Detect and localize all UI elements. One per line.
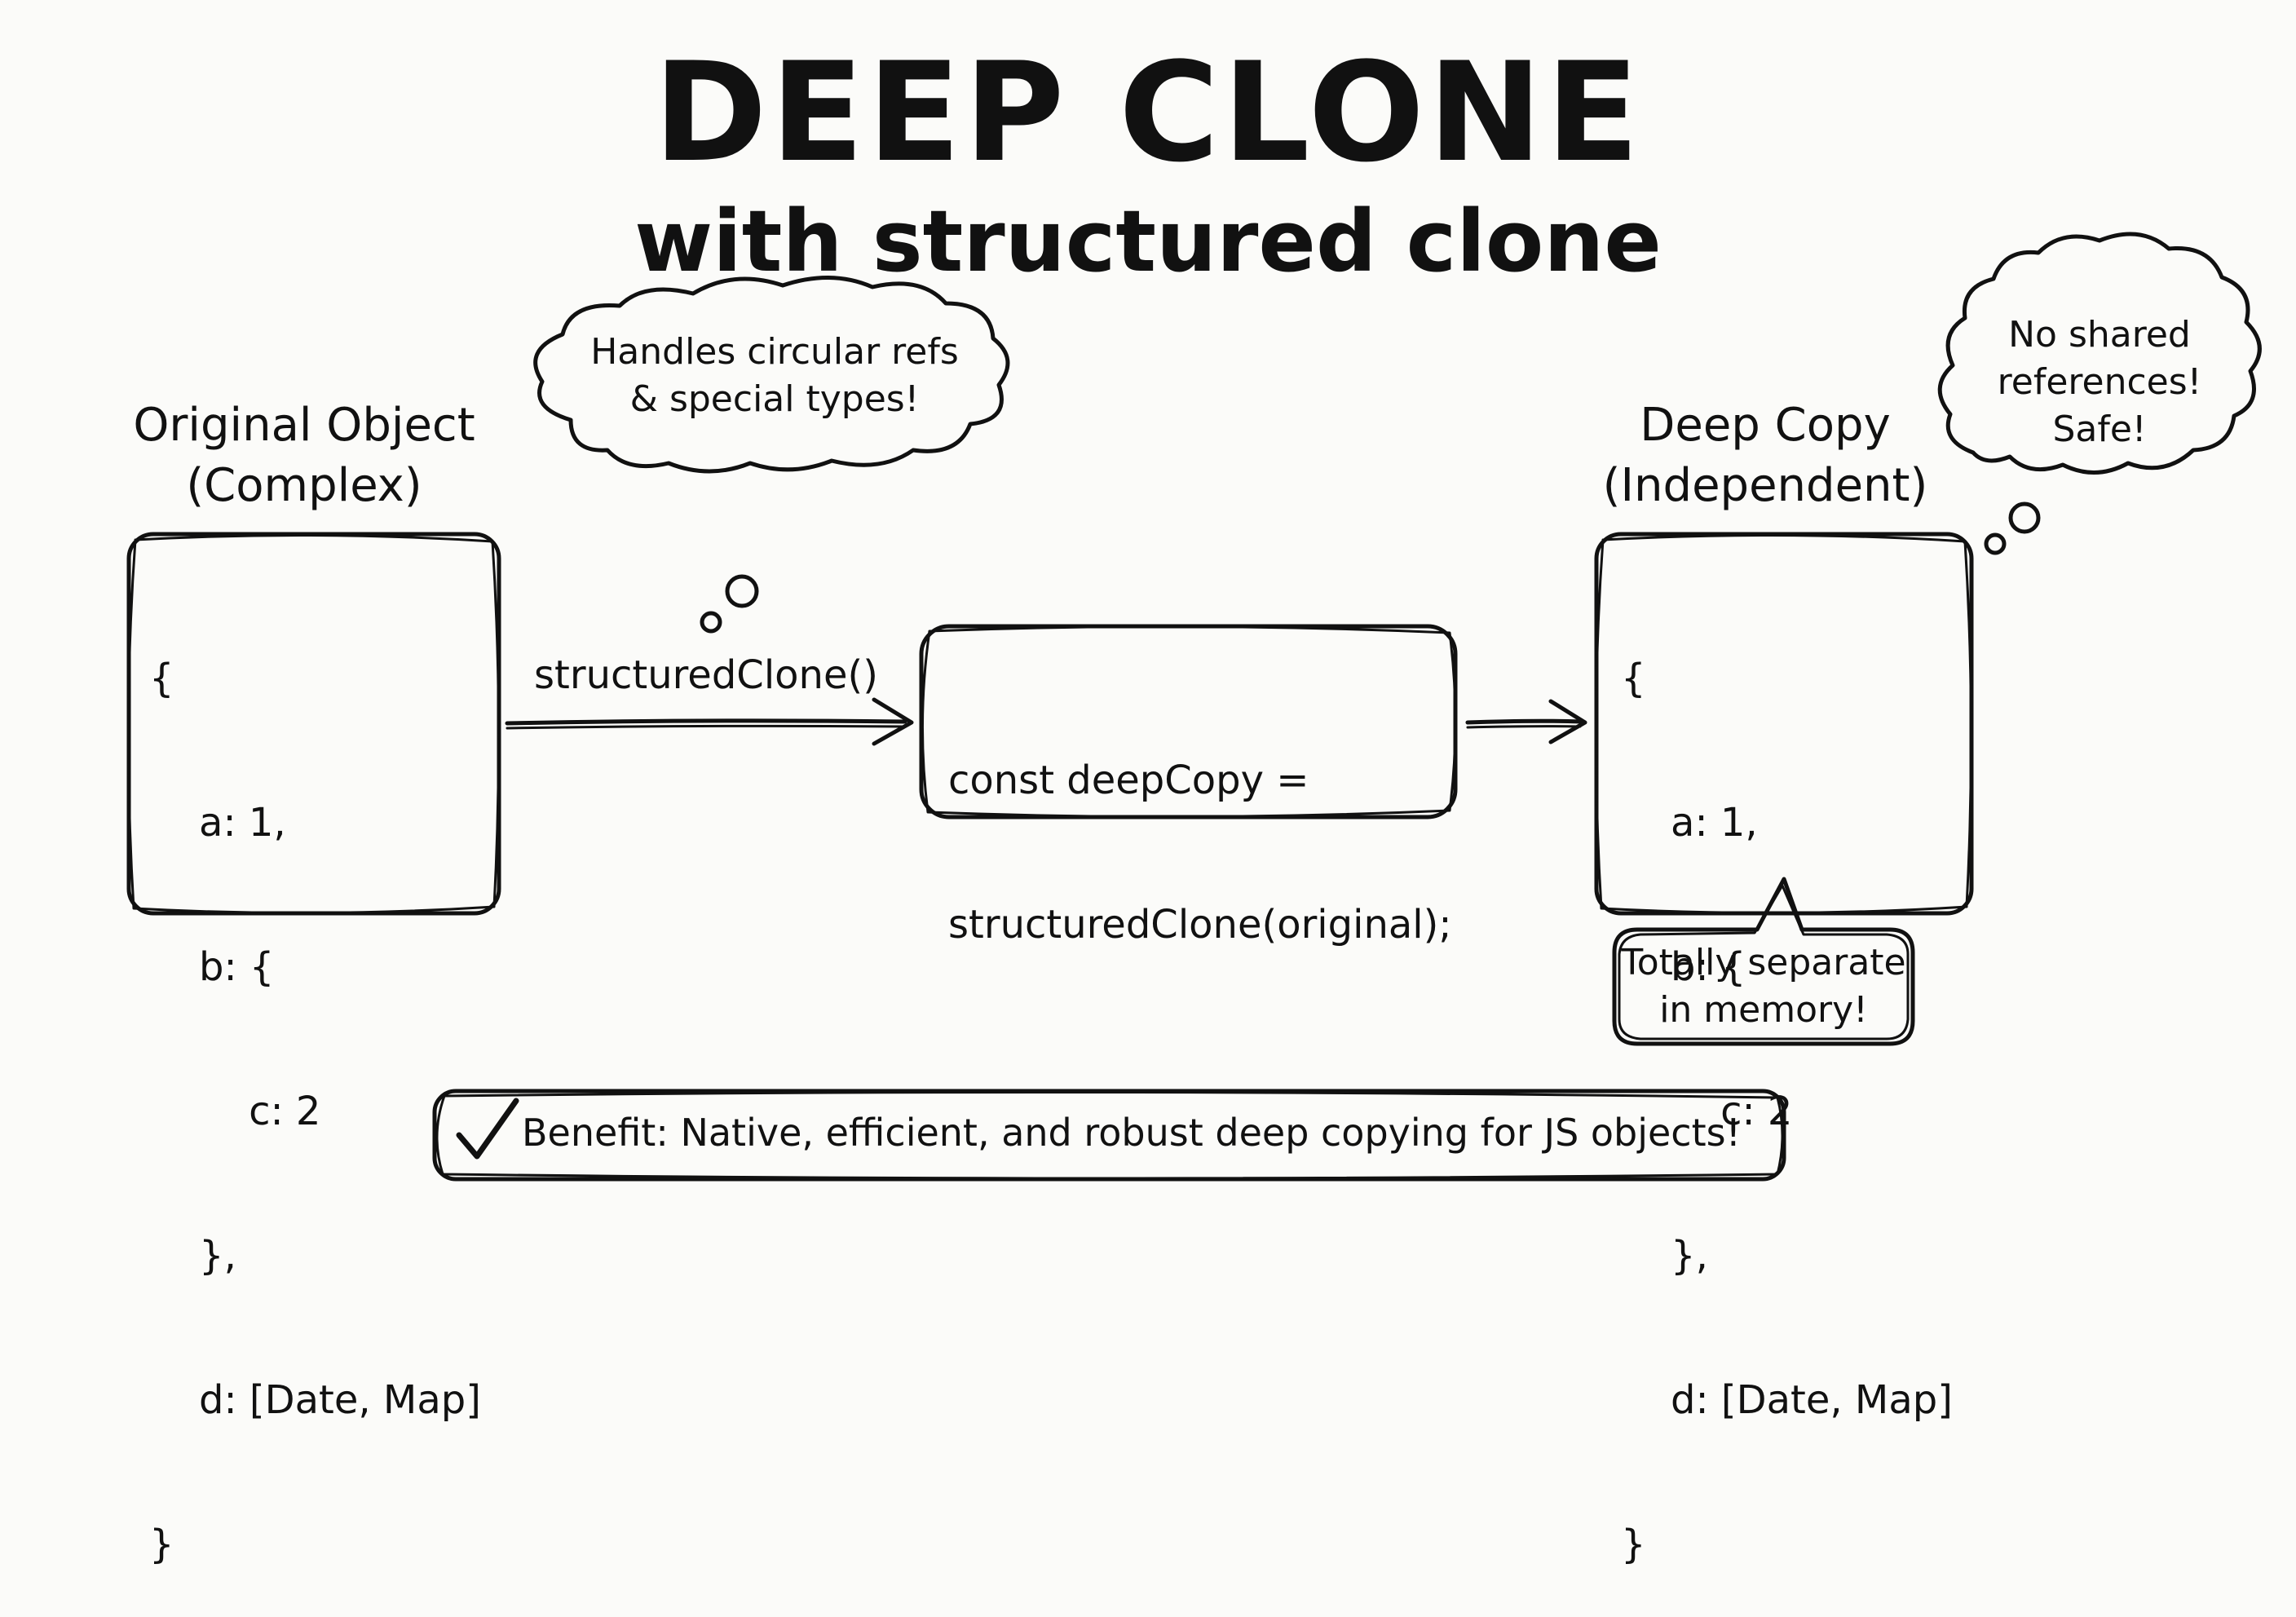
- page-title: DEEP CLONE: [653, 33, 1643, 192]
- arrow-label: structuredClone(): [534, 652, 878, 698]
- arrow-right-head: [1548, 699, 1587, 744]
- thought-text-left-line-1: Handles circular refs: [590, 331, 959, 373]
- arrow-left-line-sketch: [506, 724, 905, 730]
- thought-dot-right-large: [2008, 501, 2041, 534]
- thought-text-right-line-3: Safe!: [2052, 409, 2147, 450]
- deep-copy-heading-line-2: (Independent): [1602, 459, 1928, 512]
- thought-cloud-right: [1937, 232, 2262, 475]
- thought-dot-left-large: [725, 574, 759, 608]
- original-object-box-sketch: [126, 533, 501, 915]
- middle-code-line-1: const deepCopy =: [948, 758, 1309, 803]
- code-line: {: [149, 656, 174, 701]
- callout-text-line-1: Totally separate: [1621, 942, 1906, 983]
- deep-copy-code: { a: 1, b: { c: 2 }, d: [Date, Map] }: [1621, 559, 1953, 1617]
- benefit-text: Benefit: Native, efficient, and robust d…: [522, 1111, 1742, 1155]
- diagram-canvas: [126, 232, 2262, 1182]
- code-line: },: [149, 1233, 236, 1279]
- code-line: c: 2: [1621, 1089, 1793, 1134]
- deep-copy-box-sketch: [1594, 533, 1973, 915]
- thought-text-right-line-2: references!: [1997, 361, 2202, 403]
- deep-copy-heading: Deep Copy (Independent): [1586, 395, 1945, 516]
- code-line: a: 1,: [1621, 800, 1758, 846]
- original-object-heading: Original Object (Complex): [88, 395, 520, 516]
- thought-text-left: Handles circular refs & special types!: [554, 329, 995, 423]
- thought-text-right: No shared references! Safe!: [1965, 311, 2234, 453]
- callout-text-line-2: in memory!: [1659, 989, 1868, 1031]
- original-object-heading-line-2: (Complex): [186, 459, 422, 512]
- original-object-code: { a: 1, b: { c: 2 }, d: [Date, Map] }: [149, 559, 481, 1617]
- code-line: c: 2: [149, 1089, 321, 1134]
- thought-text-left-line-2: & special types!: [629, 378, 920, 420]
- thought-dot-left-small: [700, 611, 722, 634]
- code-line: b: {: [149, 944, 275, 990]
- callout-text: Totally separate in memory!: [1616, 939, 1911, 1034]
- arrow-left-line: [505, 718, 907, 726]
- code-line: },: [1621, 1233, 1708, 1279]
- middle-code-box-sketch: [921, 625, 1457, 819]
- code-line: {: [1621, 656, 1646, 701]
- arrow-left-head: [872, 697, 914, 746]
- code-line: b: {: [1621, 944, 1746, 990]
- thought-dot-right-small: [1984, 532, 2007, 555]
- code-line: d: [Date, Map]: [149, 1377, 481, 1423]
- benefit-box-sketch: [435, 1090, 1784, 1180]
- code-line: }: [1621, 1522, 1646, 1567]
- code-line: a: 1,: [149, 800, 286, 846]
- original-object-heading-line-1: Original Object: [133, 399, 475, 452]
- code-line: }: [149, 1522, 174, 1567]
- deep-copy-heading-line-1: Deep Copy: [1640, 399, 1891, 452]
- middle-code: const deepCopy = structuredClone(origina…: [948, 660, 1452, 997]
- middle-code-line-2: structuredClone(original);: [948, 902, 1452, 948]
- arrow-right-line: [1465, 718, 1584, 725]
- check-icon: [456, 1098, 519, 1160]
- code-line: d: [Date, Map]: [1621, 1377, 1953, 1423]
- callout-bubble-sketch: [1618, 884, 1910, 1040]
- thought-cloud-left: [533, 275, 1010, 474]
- thought-text-right-line-1: No shared: [2008, 314, 2191, 356]
- page-subtitle: with structured clone: [634, 192, 1662, 291]
- callout-bubble: [1612, 877, 1915, 1046]
